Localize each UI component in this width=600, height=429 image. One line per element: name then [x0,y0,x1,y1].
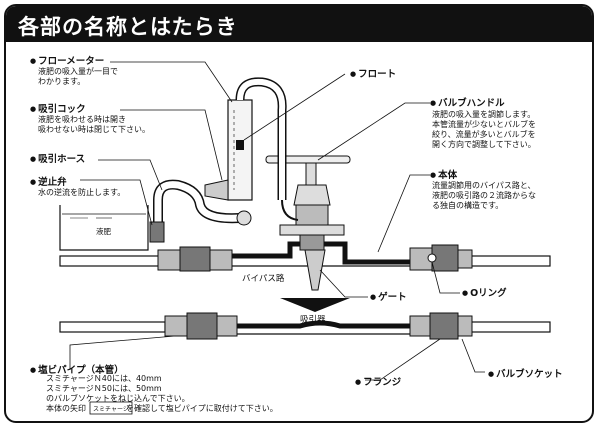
label-flange: フランジ [355,374,401,388]
label-suction-hose: 吸引ホース [30,151,85,165]
arrow-marking-text: スミチャージ [93,406,129,413]
label-bypass: バイパス路 [242,274,285,284]
suction-hose-mark [149,179,252,243]
float-mark [236,140,244,150]
check-valve-mark [149,221,165,243]
valve-handle-assembly [265,155,351,251]
transition-arrow [280,298,350,312]
label-o-ring: Oリング [462,285,507,299]
label-suction-path: 吸引器 [300,315,326,325]
label-float: フロート [350,66,396,80]
desc-pvc-pipe: スミチャージＮ40には、40mm スミチャージＮ50には、50mm のバルブソケ… [46,374,278,413]
desc-suction-cock: 液肥を吸わせる時は開き 吸わせない時は閉じて下さい。 [38,115,150,134]
desc-body: 流量調節用のバイパス路と、 液肥の吸引路の２流路からな る独自の構造です。 [432,181,536,210]
label-valve-socket: バルブソケット [488,366,563,380]
lower-main-pipe [59,312,551,340]
label-flowmeter: フローメーター [30,53,104,67]
gate-cone [304,249,326,291]
arrow-marking-box [89,401,133,415]
page-title: 各部の名称とはたらき [18,15,238,39]
label-pvc-pipe: 塩ビパイプ（本管） [30,362,124,376]
label-check-valve: 逆止弁 [30,174,67,188]
desc-check-valve: 水の逆流を防止します。 [38,188,126,197]
label-liquid-fertilizer: 液肥 [96,227,111,236]
label-suction-cock: 吸引コック [30,101,86,115]
fertilizer-tank [59,205,149,251]
desc-flowmeter: 液肥の吸入量が一目で わかります。 [38,67,118,86]
title-banner: 各部の名称とはたらき [6,6,592,42]
label-body: 本体 [430,167,457,181]
label-gate: ゲート [370,289,407,303]
diagram-frame: 各部の名称とはたらき [4,4,594,423]
desc-valve-handle: 液肥の吸入量を調節します。 本管流量が少ないとバルブを 絞り、流量が多いとバルブ… [432,110,536,149]
suction-cock-mark [204,179,229,201]
o-ring-mark [427,253,437,263]
flowmeter-column [227,77,299,221]
label-valve-handle: バルブハンドル [430,95,505,109]
